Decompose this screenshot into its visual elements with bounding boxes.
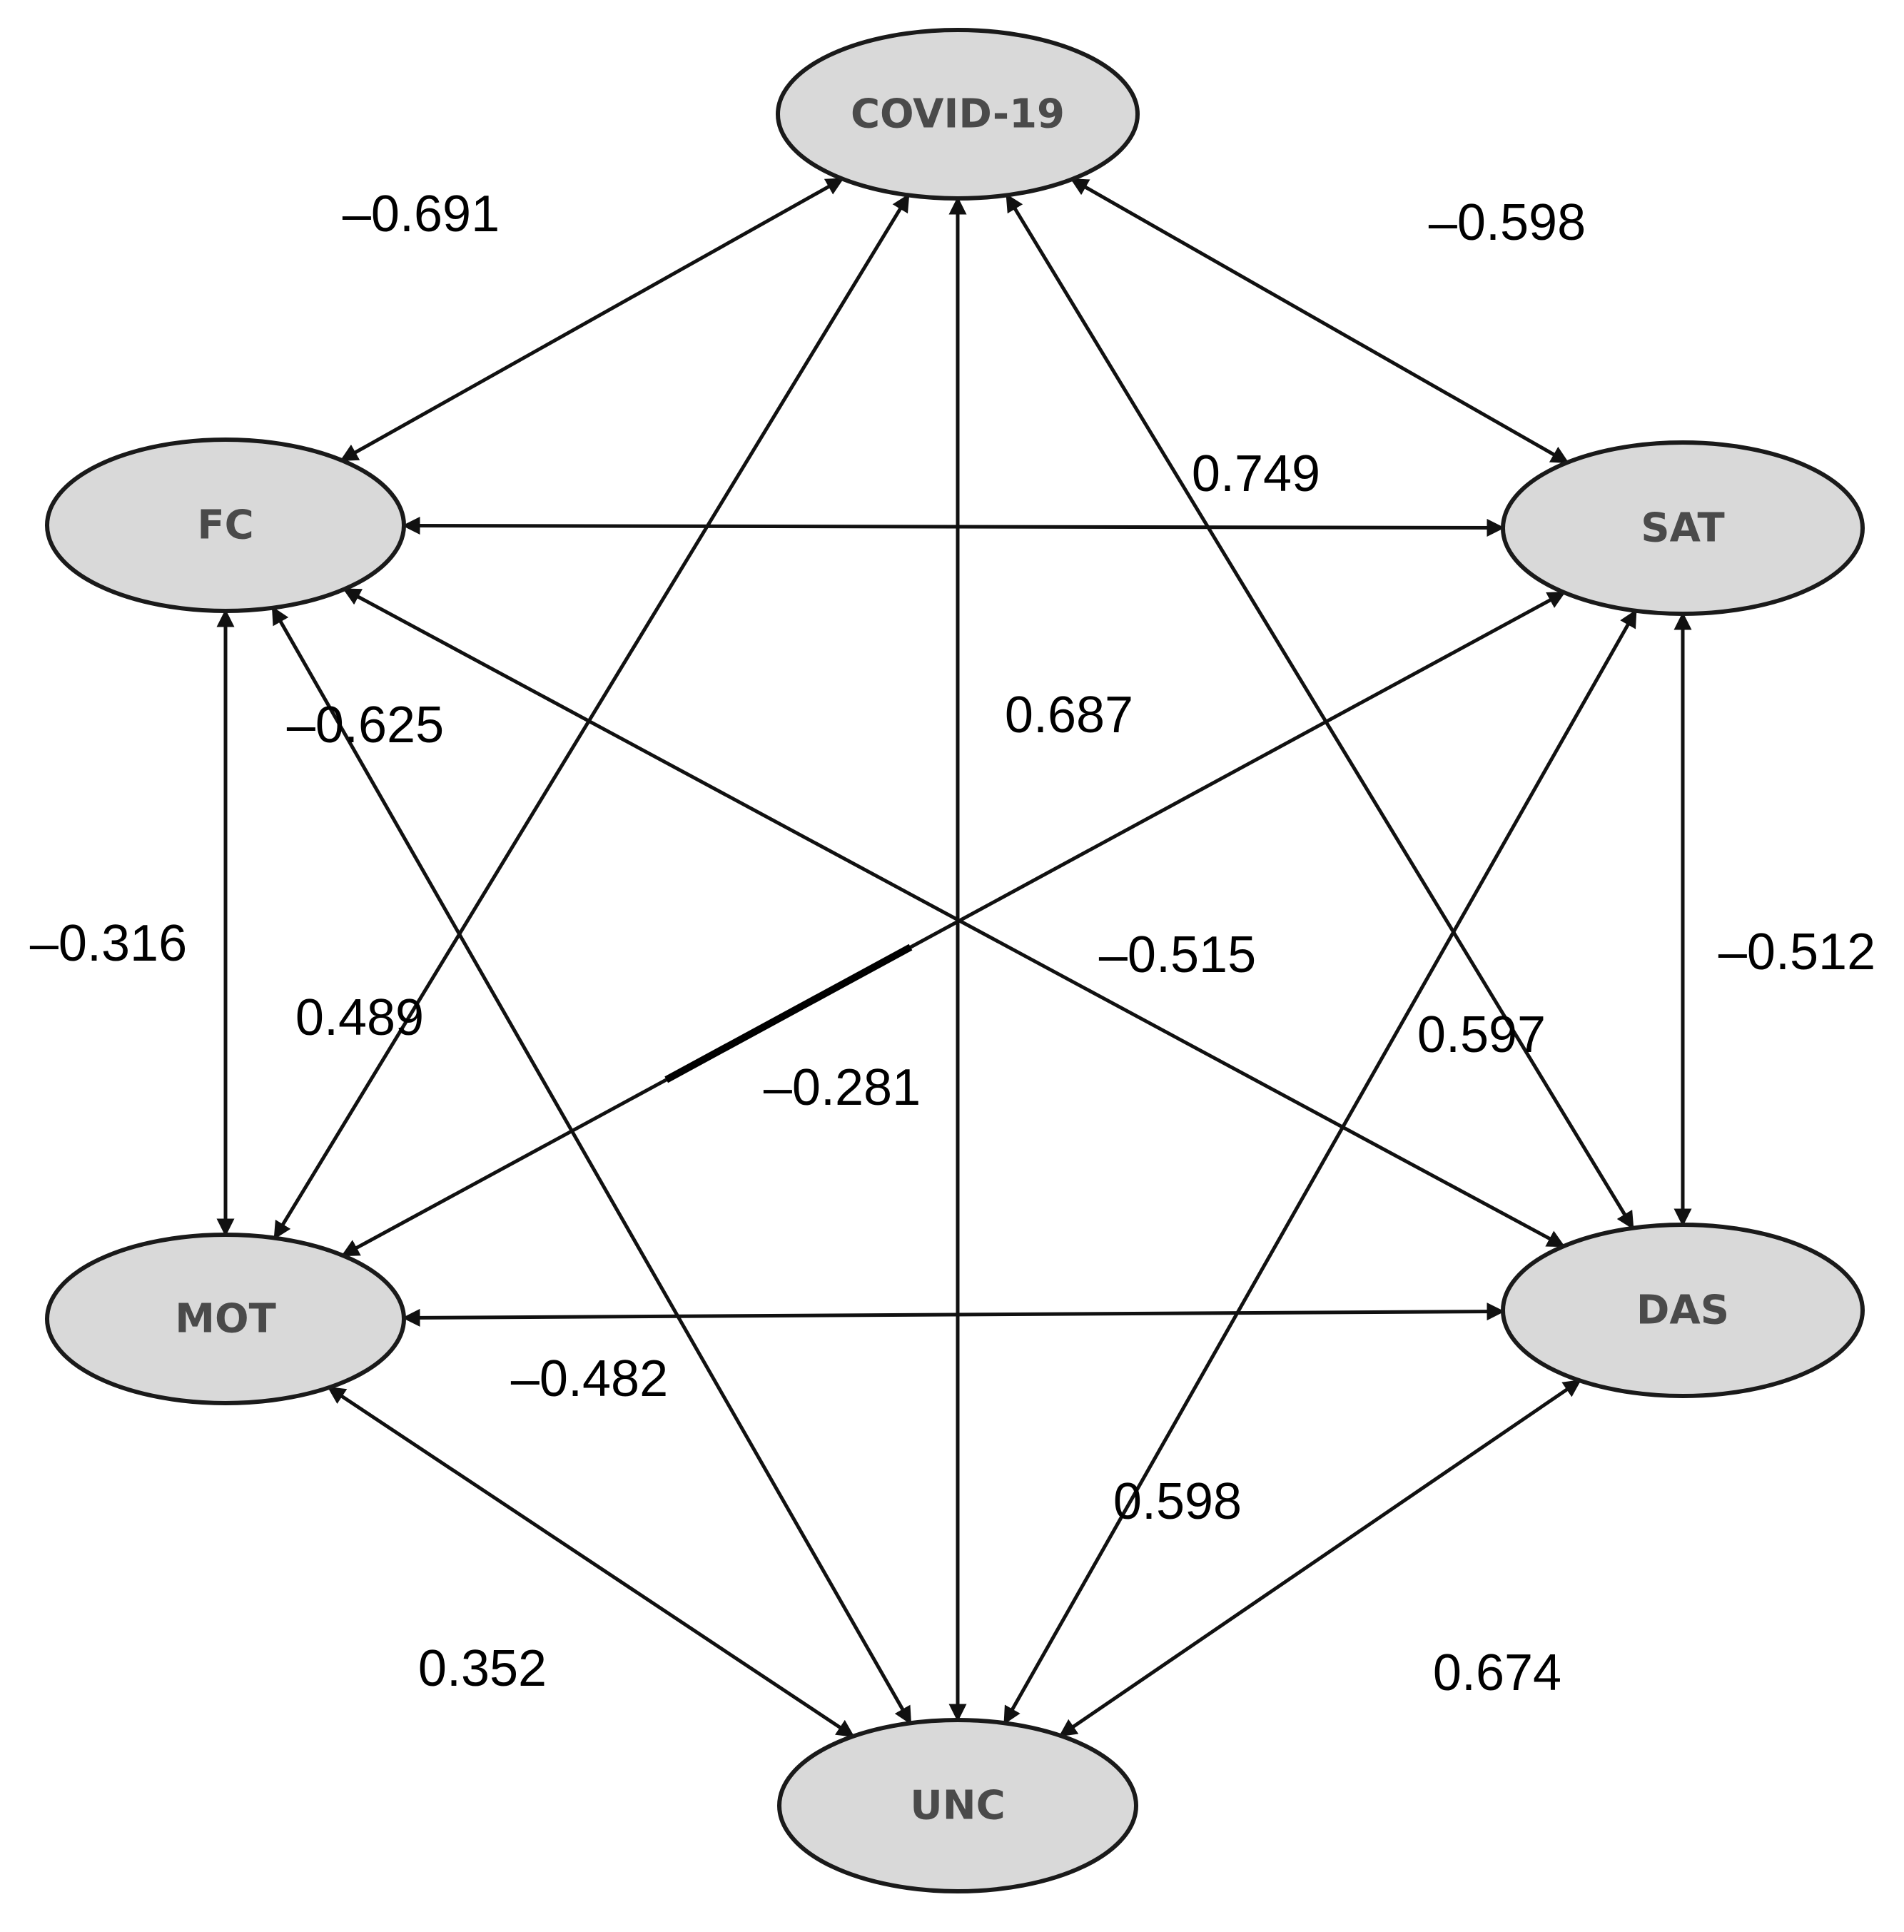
edge-label-fc-das: –0.515 bbox=[1099, 926, 1256, 983]
edge-label-das-unc: 0.674 bbox=[1433, 1644, 1561, 1701]
node-mot-label: MOT bbox=[175, 1296, 276, 1342]
edge-sat-mot-highlight bbox=[664, 944, 913, 1083]
node-das-label: DAS bbox=[1636, 1288, 1729, 1334]
edge-label-covid-fc: –0.691 bbox=[343, 186, 500, 243]
edge-label-fc-mot: –0.316 bbox=[30, 915, 187, 972]
edge-fc-sat bbox=[402, 517, 1505, 537]
edge-label-sat-mot: –0.281 bbox=[764, 1059, 921, 1116]
node-covid-label: COVID-19 bbox=[851, 91, 1065, 138]
edge-labels-layer: –0.691 –0.598 0.749 –0.625 0.687 –0.316 0.489 –… bbox=[30, 186, 1875, 1701]
node-sat: SAT bbox=[1501, 440, 1865, 616]
edge-label-mot-unc: 0.352 bbox=[418, 1640, 547, 1697]
edge-label-covid-unc: 0.687 bbox=[1005, 687, 1133, 744]
node-fc-ellipse bbox=[45, 438, 406, 613]
edge-fc-unc bbox=[271, 606, 912, 1725]
node-sat-ellipse bbox=[1501, 440, 1865, 616]
edges-layer bbox=[216, 177, 1692, 1738]
edge-das-unc bbox=[1058, 1379, 1581, 1737]
node-fc-label: FC bbox=[197, 502, 253, 549]
edge-fc-das bbox=[343, 587, 1566, 1248]
edge-mot-das bbox=[402, 1303, 1505, 1327]
node-unc-label: UNC bbox=[910, 1783, 1005, 1829]
edge-label-fc-unc: –0.625 bbox=[287, 697, 444, 754]
node-mot-ellipse bbox=[45, 1233, 406, 1405]
node-covid-ellipse bbox=[776, 28, 1140, 201]
node-fc: FC bbox=[45, 438, 406, 613]
edge-label-covid-mot: 0.489 bbox=[295, 989, 424, 1046]
edge-mot-unc bbox=[327, 1386, 855, 1738]
edge-label-sat-das: –0.512 bbox=[1718, 924, 1875, 981]
node-das-ellipse bbox=[1501, 1223, 1865, 1398]
node-covid: COVID-19 bbox=[776, 28, 1140, 201]
node-unc: UNC bbox=[777, 1718, 1138, 1893]
edge-label-mot-das: –0.482 bbox=[511, 1350, 668, 1407]
edge-label-fc-sat: 0.749 bbox=[1192, 445, 1320, 502]
edge-sat-mot bbox=[340, 591, 1566, 1258]
node-mot: MOT bbox=[45, 1233, 406, 1405]
edge-label-covid-sat: –0.598 bbox=[1429, 194, 1586, 251]
node-sat-label: SAT bbox=[1641, 505, 1725, 552]
node-unc-ellipse bbox=[777, 1718, 1138, 1893]
node-das: DAS bbox=[1501, 1223, 1865, 1398]
edge-label-sat-unc: 0.598 bbox=[1113, 1473, 1242, 1530]
edge-label-covid-das: 0.597 bbox=[1417, 1006, 1546, 1063]
